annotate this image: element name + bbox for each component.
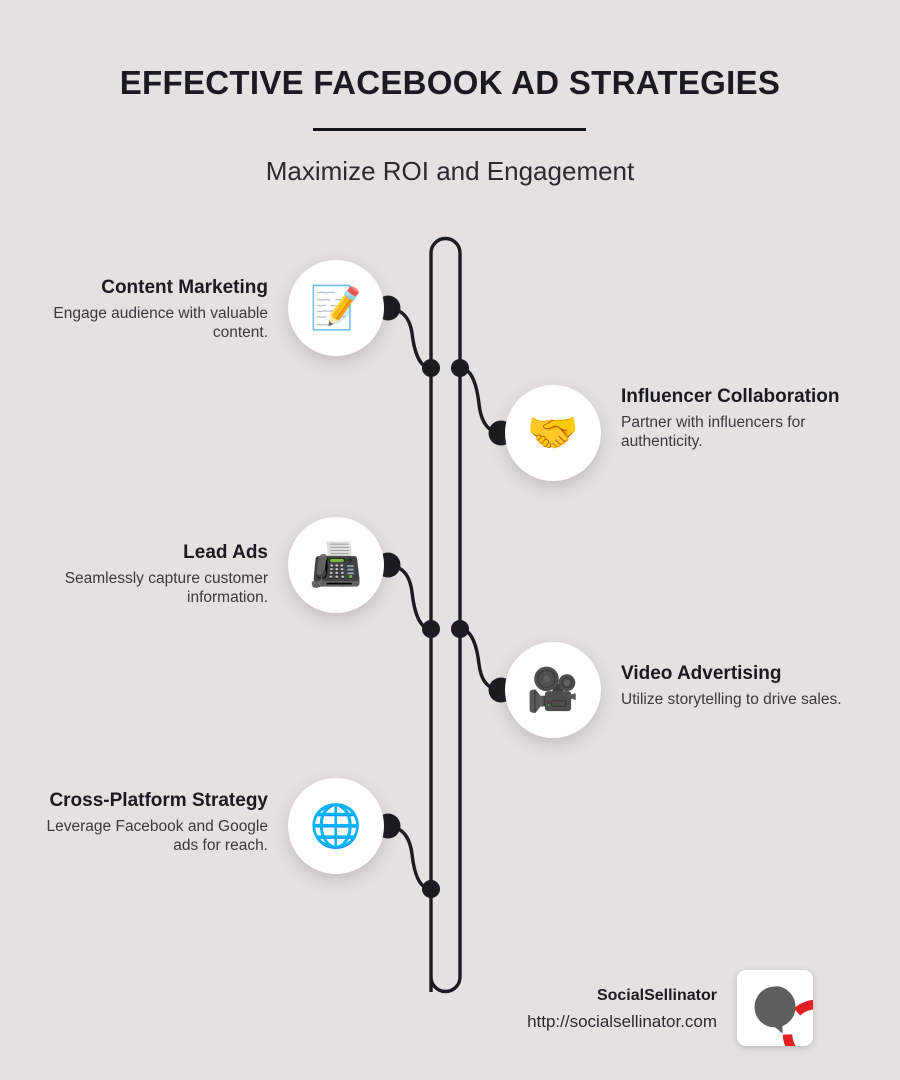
rail-dot-influencer-collaboration — [451, 359, 469, 377]
item-lead-ads: Lead Ads Seamlessly capture customer inf… — [18, 541, 268, 607]
item-title: Video Advertising — [621, 663, 782, 684]
movie-camera-icon: 🎥 — [526, 666, 580, 713]
rail-dot-cross-platform-strategy — [422, 880, 440, 898]
item-description: Seamlessly capture customer information. — [64, 570, 268, 606]
item-title: Cross-Platform Strategy — [49, 790, 268, 811]
brand-name: SocialSellinator — [596, 987, 717, 1004]
memo-pencil-icon: 📝 — [309, 284, 363, 331]
branch-influencer-collaboration — [458, 366, 505, 435]
socialsellinator-logo-icon — [737, 970, 813, 1046]
rail-dot-content-marketing — [422, 359, 440, 377]
logo-bubble-body — [754, 986, 796, 1028]
item-title: Content Marketing — [101, 277, 268, 298]
rail-dot-lead-ads — [422, 620, 440, 638]
icon-bubble-video-advertising[interactable]: 🎥 — [505, 642, 601, 738]
item-video-advertising: Video Advertising Utilize storytelling t… — [621, 662, 871, 709]
item-influencer-collaboration: Influencer Collaboration Partner with in… — [621, 385, 871, 451]
globe-icon: 🌐 — [309, 802, 363, 849]
title-divider — [313, 128, 586, 131]
item-title: Influencer Collaboration — [621, 386, 840, 407]
icon-bubble-cross-platform-strategy[interactable]: 🌐 — [288, 778, 384, 874]
fax-machine-icon: 📠 — [309, 541, 363, 588]
item-title: Lead Ads — [183, 542, 268, 563]
page-subtitle: Maximize ROI and Engagement — [265, 156, 635, 186]
icon-bubble-content-marketing[interactable]: 📝 — [288, 260, 384, 356]
branch-content-marketing — [383, 306, 433, 370]
item-description: Leverage Facebook and Google ads for rea… — [46, 818, 268, 854]
branch-lead-ads — [383, 563, 433, 631]
brand-url[interactable]: http://socialsellinator.com — [527, 1012, 717, 1031]
item-description: Utilize storytelling to drive sales. — [621, 691, 842, 708]
handshake-icon: 🤝 — [526, 409, 580, 456]
spine-loop — [429, 236, 462, 994]
item-description: Engage audience with valuable content. — [53, 305, 268, 341]
icon-bubble-lead-ads[interactable]: 📠 — [288, 517, 384, 613]
branch-video-advertising — [458, 627, 505, 692]
icon-bubble-influencer-collaboration[interactable]: 🤝 — [505, 385, 601, 481]
item-content-marketing: Content Marketing Engage audience with v… — [18, 276, 268, 342]
page-title: EFFECTIVE FACEBOOK AD STRATEGIES — [119, 64, 781, 101]
rail-dot-video-advertising — [451, 620, 469, 638]
item-cross-platform-strategy: Cross-Platform Strategy Leverage Faceboo… — [18, 789, 268, 855]
branch-cross-platform-strategy — [383, 824, 433, 891]
item-description: Partner with influencers for authenticit… — [621, 414, 806, 450]
